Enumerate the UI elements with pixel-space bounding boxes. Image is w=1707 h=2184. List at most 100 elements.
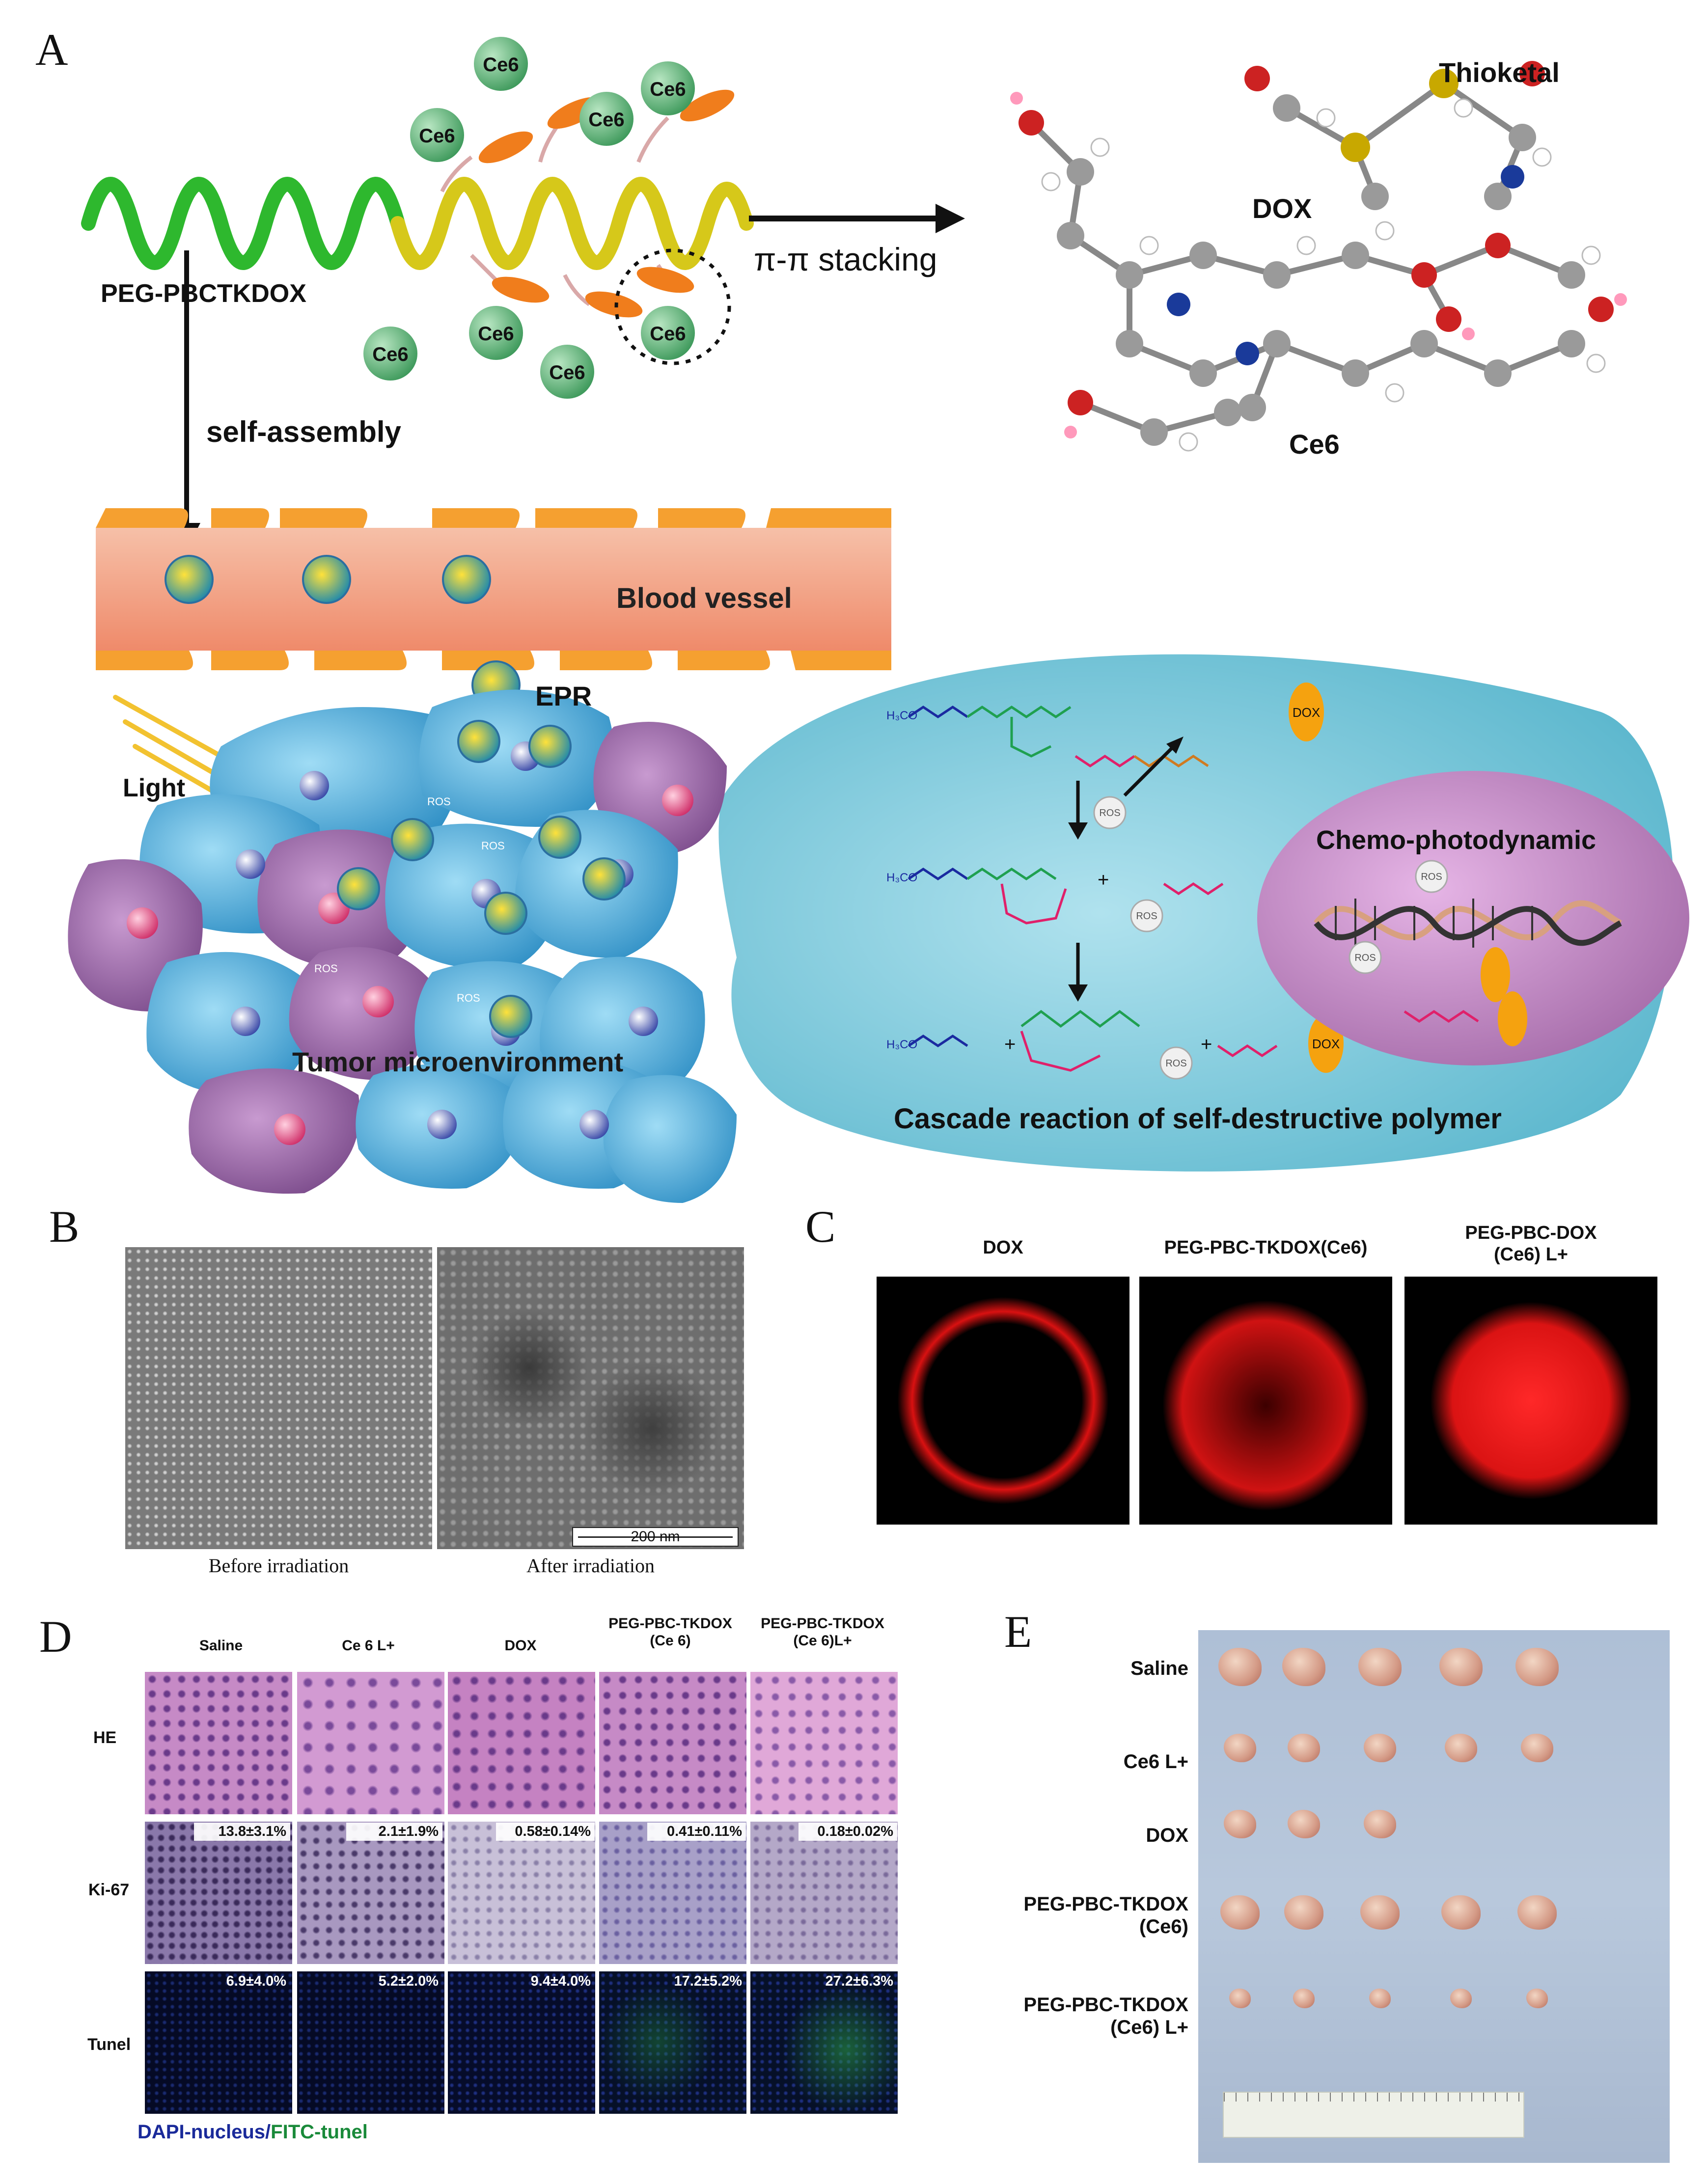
svg-text:ROS: ROS	[1136, 911, 1157, 922]
svg-text:ROS: ROS	[1165, 1058, 1186, 1069]
svg-text:Ce6: Ce6	[549, 362, 585, 383]
he-ce6	[297, 1672, 444, 1814]
svg-text:ROS: ROS	[481, 840, 505, 852]
he-tkdox	[599, 1672, 746, 1814]
ki67-value-2: 2.1±1.9%	[346, 1823, 442, 1841]
svg-text:Ce6: Ce6	[650, 79, 686, 100]
svg-text:ROS: ROS	[457, 992, 480, 1004]
panel-c-letter: C	[805, 1201, 836, 1252]
svg-text:Ce6: Ce6	[483, 54, 519, 76]
tumor-row-label-1: Saline	[1130, 1658, 1188, 1679]
light-label: Light	[123, 774, 186, 802]
svg-text:ROS: ROS	[1354, 953, 1376, 963]
svg-text:H₃CO: H₃CO	[886, 871, 917, 884]
panel-d-col-3: DOX	[504, 1638, 537, 1654]
tumor-cells	[68, 689, 737, 1203]
panel-d-col-5: PEG-PBC-TKDOX (Ce 6)L+	[761, 1615, 884, 1649]
caption-after: After irradiation	[526, 1555, 655, 1577]
row-label-he: HE	[93, 1728, 117, 1747]
he-saline	[145, 1672, 292, 1814]
svg-text:DOX: DOX	[1312, 1037, 1340, 1051]
dox-molecule-label: DOX	[1252, 193, 1312, 224]
svg-text:DOX: DOX	[1293, 705, 1320, 720]
blood-vessel-label: Blood vessel	[616, 582, 792, 614]
panel-d-col-1: Saline	[199, 1638, 243, 1654]
blood-vessel	[96, 528, 891, 651]
ruler	[1223, 2092, 1524, 2138]
stacking-label: π-π stacking	[754, 241, 937, 277]
he-dox	[448, 1672, 595, 1814]
panel-d-letter: D	[39, 1611, 72, 1662]
self-assembly-label: self-assembly	[206, 415, 401, 448]
ki67-value-4: 0.41±0.11%	[647, 1823, 746, 1841]
ki67-ce6	[297, 1822, 444, 1964]
chemo-photodynamic-label: Chemo-photodynamic	[1316, 825, 1597, 855]
tunel-saline	[145, 1971, 292, 2114]
tumor-row-label-5: PEG-PBC-TKDOX (Ce6) L+	[1023, 1994, 1188, 2038]
pbc-helix	[390, 177, 754, 270]
legend-dapi: DAPI-nucleus	[138, 2121, 266, 2143]
svg-text:Ce6: Ce6	[419, 125, 455, 147]
he-tkdox-light	[750, 1672, 898, 1814]
svg-text:ROS: ROS	[1421, 872, 1442, 882]
panel-c-col-1: DOX	[983, 1237, 1023, 1258]
panel-a-illustration: Ce6 Ce6 Ce6 Ce6 Ce6 Ce6 Ce6 Ce6	[68, 37, 1689, 1203]
legend-separator: /	[265, 2121, 271, 2143]
tunel-value-5: 27.2±6.3%	[825, 1973, 893, 1989]
tumor-row-label-2: Ce6 L+	[1123, 1751, 1188, 1773]
svg-text:H₃CO: H₃CO	[886, 1038, 917, 1051]
panel-a-letter: A	[35, 25, 68, 75]
svg-text:Ce6: Ce6	[478, 323, 514, 345]
svg-text:ROS: ROS	[427, 795, 451, 808]
panel-d-col-4: PEG-PBC-TKDOX (Ce 6)	[608, 1615, 732, 1649]
svg-text:+: +	[1201, 1034, 1212, 1055]
tunel-value-3: 9.4±4.0%	[530, 1973, 591, 1989]
svg-text:ROS: ROS	[1099, 808, 1120, 819]
tunel-tkdox-light	[750, 1971, 898, 2114]
tumor-row-label-3: DOX	[1146, 1825, 1188, 1846]
polymer-label: PEG-PBCTKDOX	[101, 279, 306, 308]
svg-text:Ce6: Ce6	[650, 323, 686, 345]
svg-text:H₃CO: H₃CO	[886, 709, 917, 722]
chemistry-scheme	[908, 705, 1278, 1072]
ce6-molecule-label: Ce6	[1289, 429, 1340, 460]
panel-d-col-2: Ce 6 L+	[342, 1638, 395, 1654]
confocal-tkdox	[1139, 1277, 1392, 1525]
ki67-dox	[448, 1822, 595, 1964]
caption-before: Before irradiation	[208, 1555, 349, 1577]
panel-c-col-2: PEG-PBC-TKDOX(Ce6)	[1164, 1237, 1368, 1258]
ki67-value-1: 13.8±3.1%	[194, 1823, 290, 1841]
tunel-dox	[448, 1971, 595, 2114]
tunel-ce6	[297, 1971, 444, 2114]
svg-text:Ce6: Ce6	[588, 109, 624, 131]
panel-b-letter: B	[49, 1201, 80, 1252]
molecule-atoms	[1010, 61, 1627, 452]
tunel-value-1: 6.9±4.0%	[226, 1973, 286, 1989]
confocal-dox-light	[1404, 1277, 1657, 1525]
row-label-tunel: Tunel	[87, 2035, 131, 2054]
confocal-dox	[877, 1277, 1129, 1525]
scale-bar: 200 nm	[572, 1527, 739, 1547]
ki67-value-5: 0.18±0.02%	[798, 1823, 897, 1841]
tunel-value-4: 17.2±5.2%	[674, 1973, 742, 1989]
epr-label: EPR	[535, 681, 592, 711]
cascade-label: Cascade reaction of self-destructive pol…	[894, 1103, 1502, 1135]
row-label-ki67: Ki-67	[88, 1881, 130, 1899]
ce6-spheres	[363, 37, 695, 399]
svg-text:+: +	[1098, 869, 1109, 891]
tem-after-image	[437, 1247, 744, 1549]
thioketal-label: Thioketal	[1439, 57, 1560, 88]
tumor-microenvironment-label: Tumor microenvironment	[292, 1046, 624, 1077]
scale-bar-label: 200 nm	[631, 1529, 680, 1545]
svg-text:ROS: ROS	[314, 962, 338, 975]
ki67-value-3: 0.58±0.14%	[496, 1823, 595, 1841]
tunel-value-2: 5.2±2.0%	[378, 1973, 439, 1989]
tumor-row-label-4: PEG-PBC-TKDOX (Ce6)	[1023, 1893, 1188, 1938]
tunel-legend: DAPI-nucleus/FITC-tunel	[138, 2121, 368, 2143]
legend-fitc: FITC-tunel	[271, 2121, 368, 2143]
panel-e-letter: E	[1004, 1607, 1032, 1657]
tumor-photo	[1198, 1630, 1670, 2163]
ki67-tkdox-light	[750, 1822, 898, 1964]
ki67-saline	[145, 1822, 292, 1964]
tem-before-image	[125, 1247, 432, 1549]
